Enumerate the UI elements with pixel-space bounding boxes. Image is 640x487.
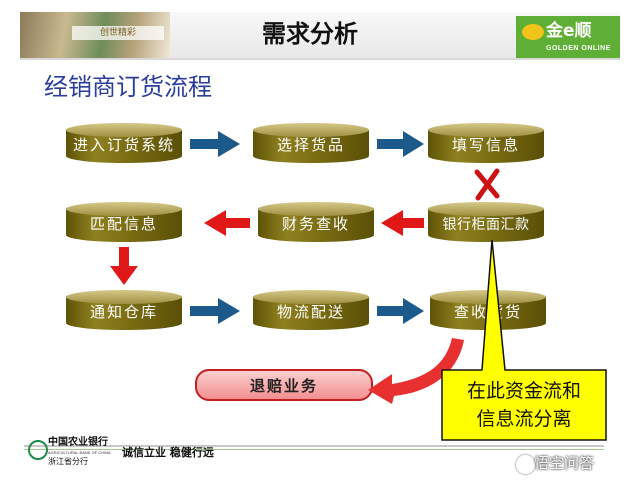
bank-name: 中国农业银行 xyxy=(48,437,108,448)
brand-mark-icon xyxy=(522,24,544,40)
node-select-goods: 选择货品 xyxy=(253,123,369,163)
node-fill-info-label: 填写信息 xyxy=(452,136,520,154)
arrow-check-to-return xyxy=(368,338,464,404)
arrow-logistics-to-check xyxy=(377,298,424,324)
arrow-enter-to-select xyxy=(190,131,240,157)
node-notify-warehouse: 通知仓库 xyxy=(66,290,182,330)
watermark-icon xyxy=(516,455,535,474)
bank-logo-icon xyxy=(28,440,48,460)
brand-tagline: GOLDEN ONLINE xyxy=(546,45,611,52)
callout-separation: 在此资金流和 信息流分离 xyxy=(441,239,607,441)
node-enter-system: 进入订货系统 xyxy=(66,123,182,163)
node-logistics: 物流配送 xyxy=(253,290,369,330)
node-match-info-label: 匹配信息 xyxy=(90,215,158,233)
node-enter-system-label: 进入订货系统 xyxy=(73,136,175,154)
arrow-select-to-fill xyxy=(377,131,424,157)
arrow-match-to-notify xyxy=(110,247,138,285)
callout-line-1: 在此资金流和 xyxy=(467,380,581,402)
page-title: 需求分析 xyxy=(262,20,358,48)
node-bank-counter: 银行柜面汇款 xyxy=(428,202,544,242)
node-fill-info: 填写信息 xyxy=(428,123,544,163)
node-finance-check-label: 财务查收 xyxy=(282,215,350,233)
node-return-business: 退赔业务 xyxy=(195,369,373,401)
arrow-notify-to-logistics xyxy=(190,298,240,324)
bank-branch: 浙江省分行 xyxy=(48,457,88,466)
callout-line-2: 信息流分离 xyxy=(476,408,571,430)
brand-name: 金e顺 xyxy=(546,21,592,41)
node-logistics-label: 物流配送 xyxy=(277,303,345,321)
photo-caption: 创世精彩 xyxy=(72,26,164,40)
node-notify-warehouse-label: 通知仓库 xyxy=(90,303,158,321)
header-photo: 创世精彩 xyxy=(20,12,170,58)
cross-mark-icon xyxy=(474,168,500,201)
watermark: 悟空问答 xyxy=(534,454,595,472)
footer-motto: 诚信立业 稳健行远 xyxy=(122,446,214,459)
node-match-info: 匹配信息 xyxy=(66,202,182,242)
arrow-bank-to-finance xyxy=(381,210,424,236)
node-finance-check: 财务查收 xyxy=(258,202,374,242)
brand-logo: 金e顺 GOLDEN ONLINE xyxy=(516,16,620,58)
arrow-finance-to-match xyxy=(204,210,250,236)
node-return-business-label: 退赔业务 xyxy=(250,377,318,395)
node-bank-counter-label: 银行柜面汇款 xyxy=(443,217,530,233)
footer-divider-accent xyxy=(24,449,604,450)
bank-name-en: AGRICULTURAL BANK OF CHINA xyxy=(48,450,111,455)
node-select-goods-label: 选择货品 xyxy=(277,136,345,154)
footer-divider xyxy=(24,445,604,447)
section-title: 经销商订货流程 xyxy=(44,73,212,101)
